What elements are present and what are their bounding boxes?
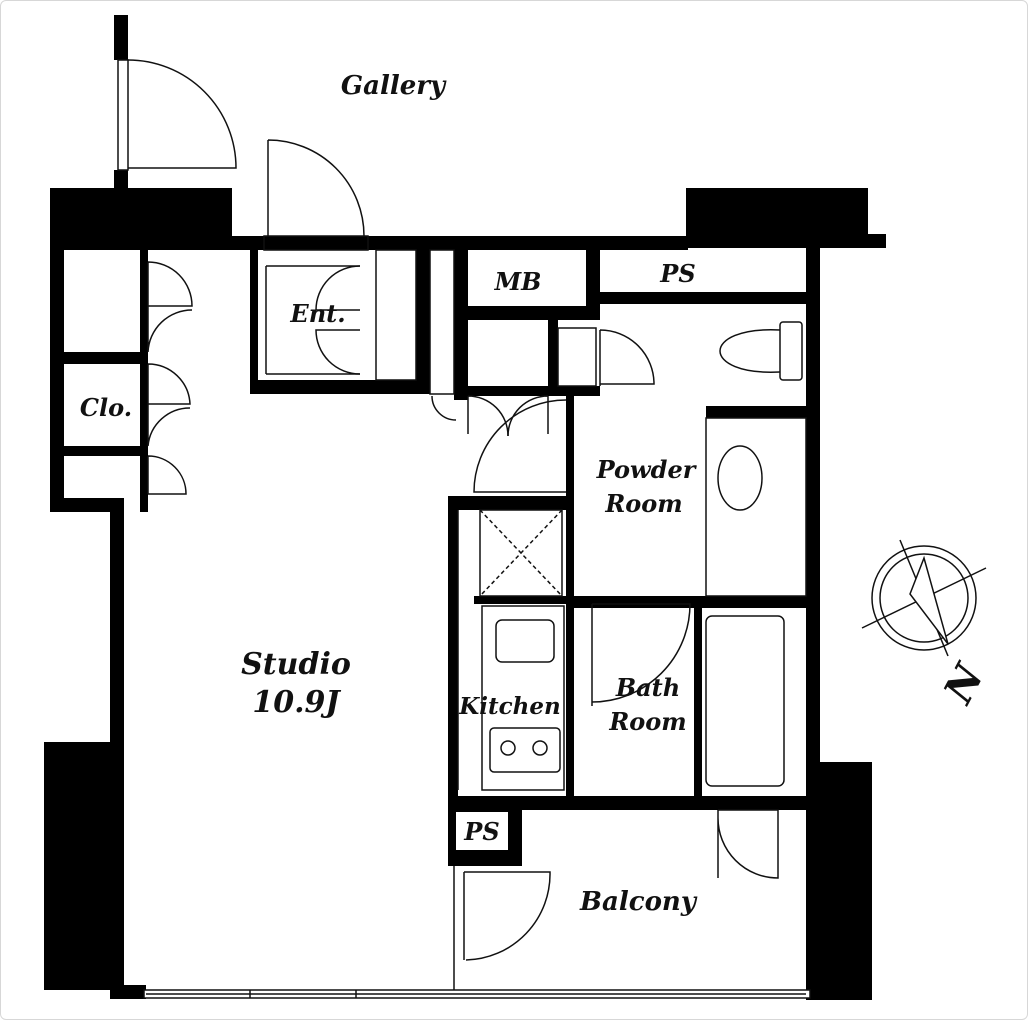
wall-entrance-left — [250, 250, 258, 394]
label-bath-room-1: Bath — [615, 673, 680, 702]
storage-door — [431, 395, 457, 421]
fixtures — [117, 59, 807, 998]
wall-top-left-block — [50, 188, 232, 250]
closet-door-2 — [147, 363, 191, 447]
wall-ps-bottom — [600, 292, 806, 304]
shoe-cabinet-doors — [315, 265, 361, 375]
room-labels: Gallery Ent. Clo. MB PS Powder Room Stud… — [80, 71, 994, 917]
bath-door — [591, 603, 691, 706]
wall-left-mid — [110, 498, 124, 748]
closet-door-1 — [147, 261, 193, 353]
label-pipe-space-bottom: PS — [463, 817, 499, 846]
gallery-door-swing — [127, 59, 237, 169]
fridge-x-2 — [479, 509, 563, 597]
studio-balcony-door — [463, 871, 551, 961]
storage-slot — [429, 249, 455, 395]
walls — [44, 15, 886, 1000]
ps-label-bg — [456, 812, 508, 850]
wall-mb-left — [454, 250, 468, 400]
label-closet: Clo. — [80, 393, 132, 422]
gallery-door-jamb — [117, 59, 129, 171]
wall-top — [232, 236, 688, 250]
wall-closet-div-1 — [64, 352, 144, 364]
label-gallery: Gallery — [341, 71, 447, 101]
hall-door-left — [467, 395, 509, 437]
label-powder-room-1: Powder — [596, 455, 698, 484]
wall-hall-div — [548, 320, 558, 394]
wall-mb-right — [586, 250, 600, 320]
compass-icon — [861, 539, 987, 657]
label-bath-room-2: Room — [608, 707, 686, 736]
burner-right — [532, 740, 548, 756]
toilet-bowl — [719, 329, 781, 373]
hall-door-main — [473, 399, 567, 493]
wall-mb-bottom — [468, 306, 600, 320]
vanity-counter — [705, 417, 807, 597]
label-kitchen: Kitchen — [458, 693, 560, 720]
wall-entrance-bottom — [250, 380, 420, 394]
vanity-sink — [717, 445, 763, 511]
wall-closet-front — [140, 250, 148, 512]
toilet-tank — [779, 321, 803, 381]
wall-left-upper — [50, 250, 64, 512]
wall-kitchen-top — [448, 496, 566, 510]
burner-left — [500, 740, 516, 756]
wall-left-lower-block — [44, 742, 124, 990]
wall-top-right-block — [686, 188, 868, 248]
kitchen-counter — [481, 605, 565, 791]
wall-hall-bottom — [468, 386, 600, 396]
label-balcony: Balcony — [579, 887, 698, 917]
kitchen-stove — [489, 727, 561, 773]
fridge-space — [479, 509, 563, 597]
label-entrance: Ent. — [289, 299, 345, 328]
wall-gallery-post-low — [114, 170, 128, 190]
wall-bath-top — [566, 596, 806, 608]
label-meter-box: MB — [494, 267, 542, 296]
wall-bottom-left-tip — [110, 985, 146, 999]
kitchen-sink — [495, 619, 555, 663]
bathtub — [705, 615, 785, 787]
label-powder-room-2: Room — [604, 489, 682, 518]
shoe-cabinet — [375, 249, 417, 381]
label-pipe-space-top: PS — [659, 259, 695, 288]
label-studio-size: 10.9J — [252, 685, 341, 720]
wall-entrance-right — [416, 250, 430, 394]
closet-door-3 — [147, 455, 187, 495]
entrance-door-leaf — [263, 235, 369, 251]
wall-top-right-tip — [860, 234, 886, 248]
powder-door-frame — [557, 327, 597, 387]
wall-closet-bottom — [64, 498, 124, 512]
wall-gallery-post — [114, 15, 128, 60]
wall-tub-left — [694, 608, 702, 798]
wall-closet-div-2 — [64, 446, 144, 456]
wall-kitchen-hood-bottom — [474, 596, 566, 604]
wall-vanity-top — [706, 406, 806, 418]
entrance-door-swing — [267, 139, 365, 237]
balcony-door — [717, 809, 779, 879]
wall-balcony-top — [448, 796, 820, 810]
wall-right-upper — [806, 248, 820, 766]
label-studio: Studio — [241, 647, 351, 682]
compass-north-label: N — [934, 655, 994, 712]
wall-kitchen-left — [448, 510, 458, 810]
powder-door — [599, 329, 655, 386]
